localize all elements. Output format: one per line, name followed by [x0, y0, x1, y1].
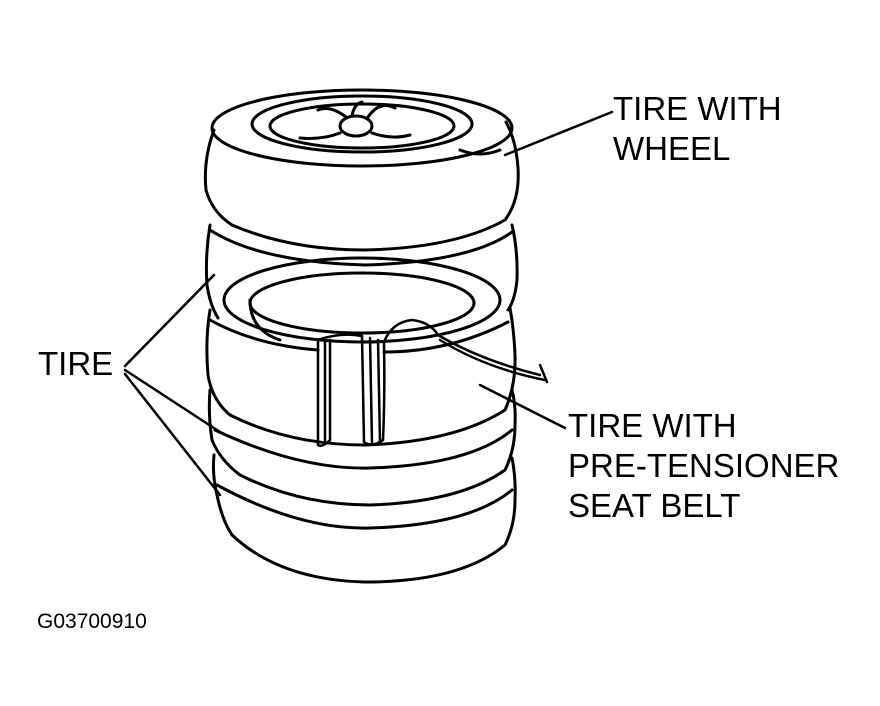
fourth-tire [207, 388, 517, 507]
label-tire-with-seat-belt: TIRE WITH PRE-TENSIONER SEAT BELT [568, 406, 839, 526]
top-tire-with-wheel [203, 88, 520, 252]
seat-belt-strap [316, 318, 549, 448]
label-seat-belt-line2: PRE-TENSIONER [568, 447, 840, 484]
label-seat-belt-line1: TIRE WITH [568, 407, 737, 444]
leader-lines [123, 110, 614, 497]
second-tire [204, 223, 519, 344]
label-tire: TIRE [38, 345, 114, 382]
bottom-tire [211, 453, 517, 584]
label-tire-with-wheel: TIRE WITH WHEEL [613, 89, 782, 169]
figure-code: G03700910 [37, 610, 147, 633]
label-seat-belt-line3: SEAT BELT [568, 487, 741, 524]
third-tire [205, 306, 517, 447]
label-tire-with-wheel-line1: TIRE WITH [613, 90, 782, 127]
label-tire-with-wheel-line2: WHEEL [613, 130, 731, 167]
